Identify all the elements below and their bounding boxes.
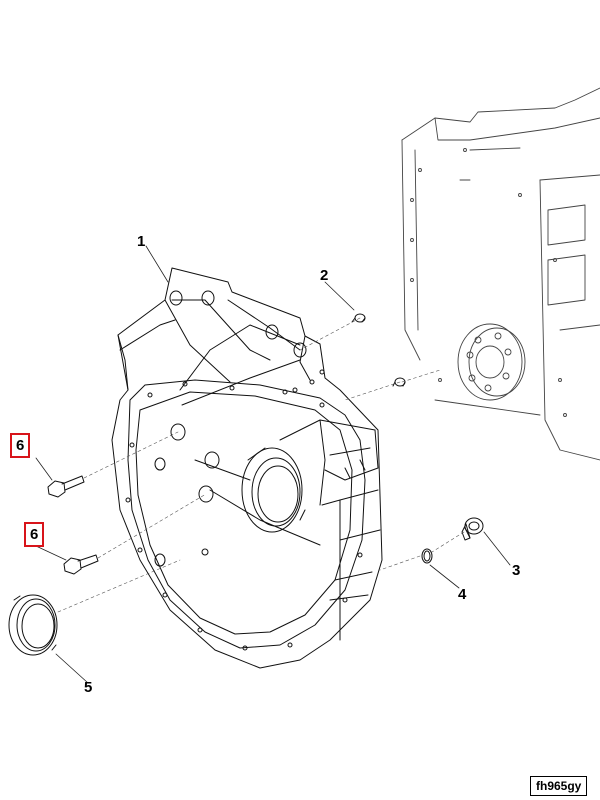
callout-flywheel-housing: 1: [137, 233, 146, 250]
assembly-lines: [57, 317, 465, 613]
callout-rear-crankshaft-seal: 5: [84, 679, 93, 696]
engine-block-outline: [401, 87, 600, 461]
leader-lines: [35, 245, 511, 684]
callout-bolt-upper: 6: [10, 433, 31, 458]
callout-plug: 3: [512, 562, 521, 579]
flywheel-housing: [111, 267, 383, 669]
callout-o-ring: 4: [458, 586, 467, 603]
rear-crankshaft-seal: [8, 594, 58, 656]
o-ring: [421, 548, 433, 564]
plug: [461, 517, 484, 541]
callout-dowel-pin: 2: [320, 267, 329, 284]
bolt: [47, 475, 99, 575]
figure-code-label: fh965gy: [530, 776, 588, 796]
dowel-pin: [351, 313, 406, 387]
callout-bolt-lower: 6: [24, 522, 45, 547]
